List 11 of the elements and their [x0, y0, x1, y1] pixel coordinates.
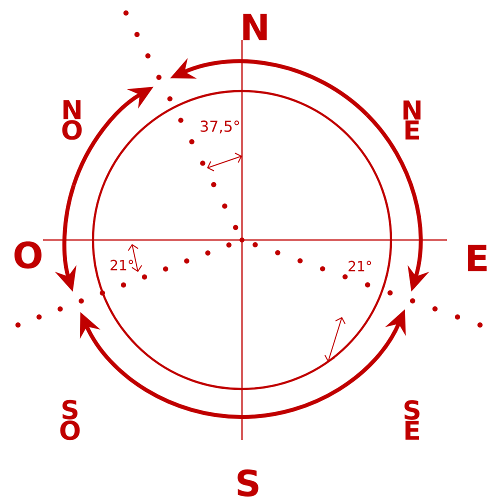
- angle-label: 21°: [348, 260, 372, 272]
- compass-letter: S: [238, 469, 258, 497]
- compass-letter: N: [243, 14, 267, 40]
- direction-label: N E: [404, 100, 420, 140]
- direction-label: N O: [62, 100, 82, 140]
- direction-label: S E: [404, 400, 420, 440]
- compass-letter: O: [14, 241, 42, 269]
- angle-label: 21°: [110, 260, 134, 270]
- compass-letter: E: [468, 244, 487, 272]
- angle-label: 37,5°: [200, 120, 240, 134]
- direction-label: S O: [60, 400, 80, 440]
